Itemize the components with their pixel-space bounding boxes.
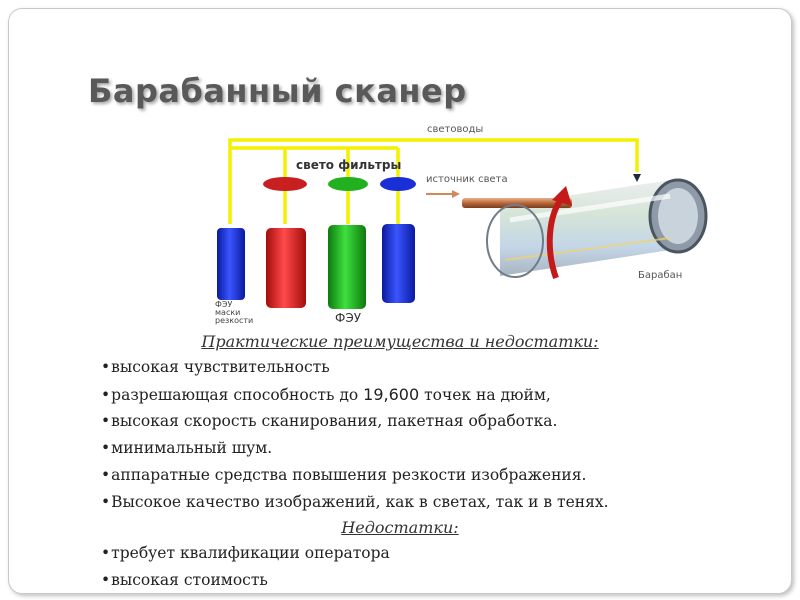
sharpness-pmt [217,228,245,300]
advantages-heading: Практические преимущества и недостатки: [201,332,599,351]
drum-near-end [486,204,544,278]
disadvantages-list: требует квалификации оператора высокая с… [101,540,390,594]
advantage-item: минимальный шум. [101,435,609,462]
blue-pmt [382,224,415,303]
light-rod [462,198,572,208]
green-filter [328,177,368,191]
red-pmt [266,228,306,308]
slide-title: Барабанный сканер [88,72,467,110]
advantage-item: высокая скорость сканирования, пакетная … [101,408,609,435]
advantage-item: аппаратные средства повышения резкости и… [101,462,609,489]
rotation-arrow [546,196,565,280]
blue-filter [380,177,416,191]
color-filters [263,177,416,191]
pmt-sharpness-label-line1: ФЭУ [215,300,232,309]
photomultiplier-tubes [217,224,415,309]
pmt-sharpness-label-line3: резкости [215,316,253,325]
drum-label: Барабан [638,270,682,281]
disadvantage-item: требует квалификации оператора [101,540,390,567]
red-filter [263,177,307,191]
lightguides-label: световоды [427,124,483,135]
drum-pointer [633,174,641,182]
pmt-sharpness-label-line2: маски [215,308,240,317]
light-source-arrow [426,190,460,198]
advantages-list: высокая чувствительность разрешающая спо… [101,354,609,516]
advantage-item: разрешающая способность до 19,600 точек … [101,381,609,408]
disadvantages-heading: Недостатки: [341,518,459,537]
drum-scanner-diagram: световоды свето фильтры источник света Б… [215,124,708,325]
light-source-label: источник света [426,174,508,185]
scanner-drum [462,174,708,280]
advantage-item: Высокое качество изображений, как в свет… [101,489,608,516]
filters-label: свето фильтры [296,158,401,172]
pmt-label: ФЭУ [335,311,362,325]
disadvantage-item: высокая стоимость [101,567,390,594]
green-pmt [328,225,366,309]
lightguide-lines [228,138,639,224]
advantage-item: высокая чувствительность [101,354,609,381]
